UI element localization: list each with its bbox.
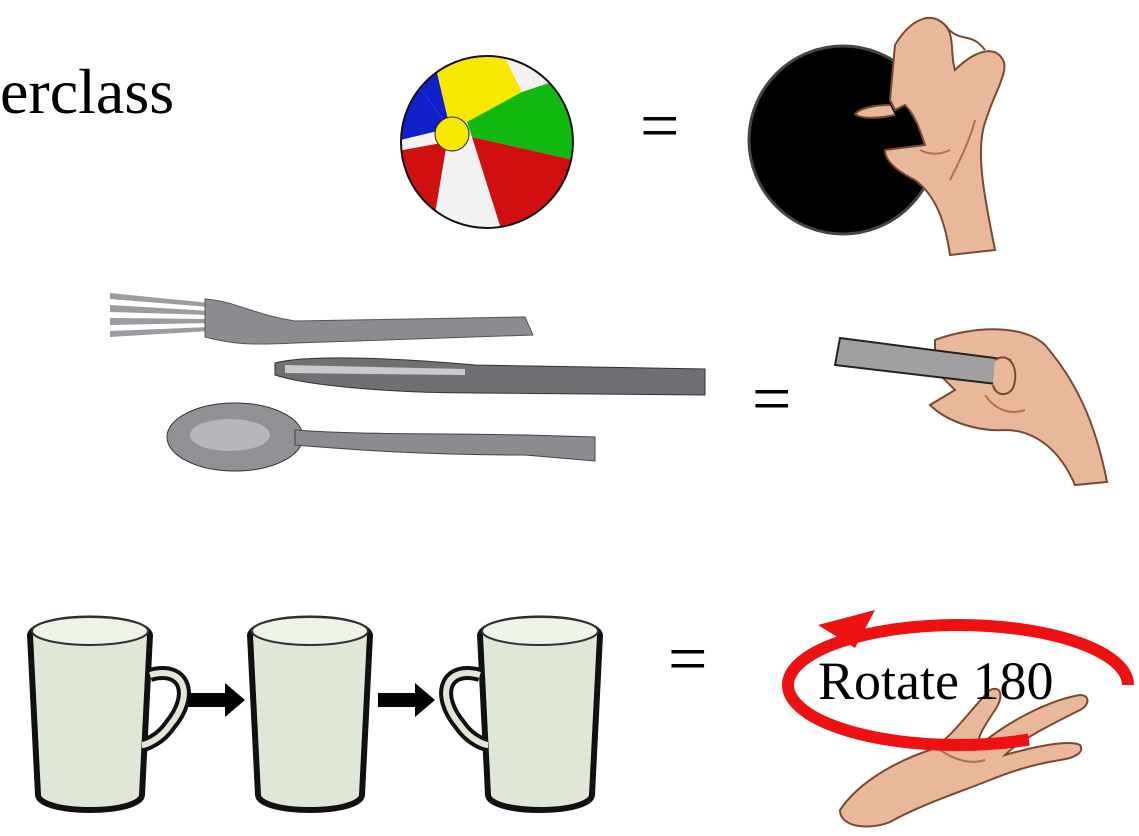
- lateral-grasp-bar-image: [835, 320, 1115, 490]
- equals-sign-2: =: [752, 365, 791, 435]
- cutlery-image: [105, 285, 710, 485]
- knife-image: [275, 358, 705, 395]
- equals-sign-1: =: [640, 92, 679, 162]
- rotate-hand-image: [780, 600, 1130, 830]
- equals-sign-3: =: [668, 625, 707, 695]
- mug-rotation-sequence-image: [10, 605, 610, 835]
- arrow-icon: [378, 683, 435, 717]
- mug-1-image: [30, 617, 184, 810]
- mug-3-image: [446, 617, 600, 810]
- mug-2-image: [250, 617, 370, 810]
- rotate-label: Rotate 180: [818, 654, 1053, 708]
- arrow-icon: [188, 683, 245, 717]
- spoon-image: [167, 403, 595, 471]
- fork-image: [110, 293, 533, 344]
- power-grasp-disc-image: [745, 10, 1045, 260]
- slide-title: erclass: [0, 60, 174, 124]
- beach-ball-image: [392, 52, 582, 232]
